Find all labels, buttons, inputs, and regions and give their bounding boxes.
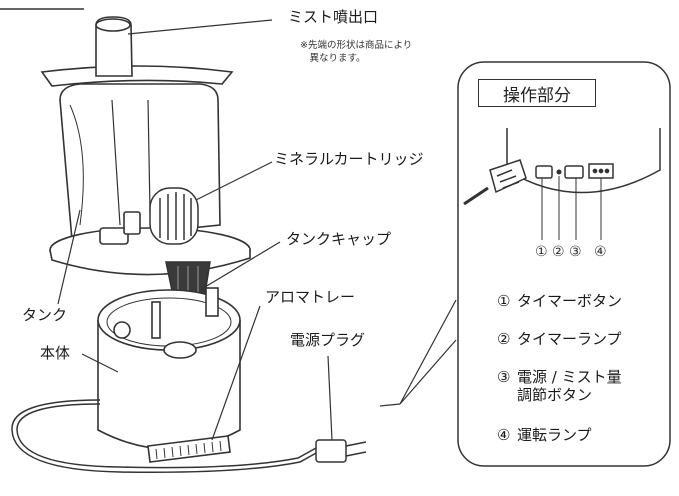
legend-text: 運転ランプ [517, 426, 592, 444]
legend-item-power-mist-button: ③ 電源 / ミスト量 調節ボタン [497, 368, 622, 404]
marker-1: ① [535, 244, 548, 260]
leader-lines [57, 19, 457, 441]
legend-item-timer-lamp: ② タイマーランプ [497, 330, 622, 348]
legend-number: ② [497, 330, 511, 348]
label-mist-outlet: ミスト噴出口 [288, 8, 379, 26]
label-shape-note: ※先端の形状は商品により 異なります。 [300, 40, 413, 64]
cartridge-illustration [149, 187, 211, 301]
marker-3: ③ [569, 244, 582, 260]
control-panel-box [457, 61, 671, 467]
legend-number: ④ [497, 426, 511, 444]
legend-text: タイマーボタン [517, 292, 623, 310]
control-panel-title: 操作部分 [478, 79, 596, 107]
label-tank: タンク [22, 306, 68, 324]
label-main-body: 本体 [40, 344, 71, 362]
legend-item-timer-button: ① タイマーボタン [497, 292, 622, 310]
label-power-plug: 電源プラグ [290, 331, 366, 349]
legend-item-operation-lamp: ④ 運転ランプ [497, 426, 592, 444]
label-mineral-cartridge: ミネラルカートリッジ [274, 150, 424, 168]
legend-number: ① [497, 292, 511, 310]
main-body-illustration [97, 287, 241, 463]
legend-text: 電源 / ミスト量 調節ボタン [517, 368, 622, 404]
legend-number: ③ [497, 368, 511, 386]
label-aroma-tray: アロマトレー [265, 288, 356, 306]
marker-2: ② [552, 244, 565, 260]
tank-illustration [40, 16, 251, 276]
legend-text: タイマーランプ [517, 330, 622, 348]
marker-4: ④ [594, 244, 607, 260]
power-cord [11, 399, 367, 474]
label-tank-cap: タンクキャップ [286, 230, 392, 248]
